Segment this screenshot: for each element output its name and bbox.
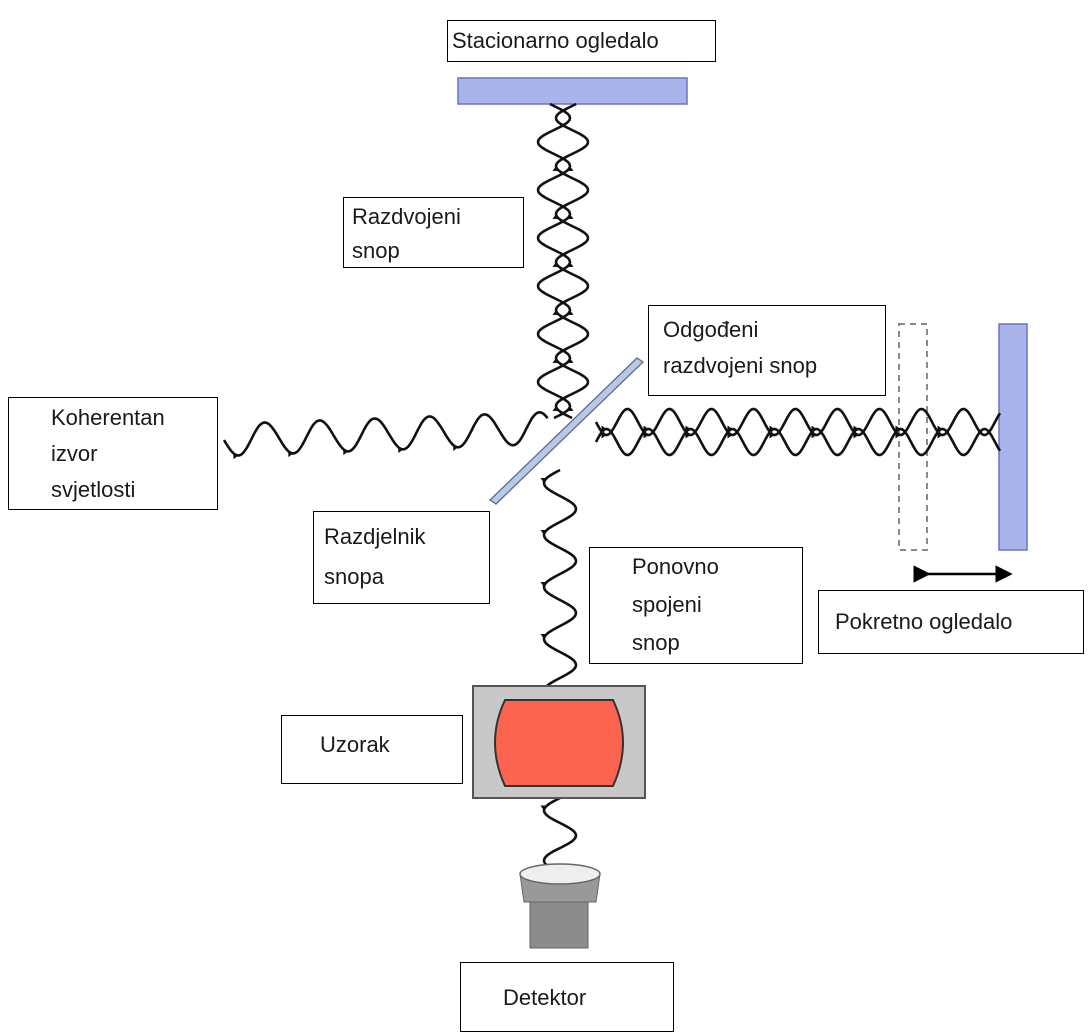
label-line: svjetlosti xyxy=(51,477,136,502)
incoming-beam-arrow xyxy=(233,452,239,460)
delayed-beam-2-arrow xyxy=(937,425,943,433)
incoming-beam-arrow xyxy=(453,444,459,451)
delayed-beam-1-arrow xyxy=(685,431,691,439)
label-text: Stacionarno ogledalo xyxy=(452,28,659,53)
split-beam-up-2-arrow xyxy=(552,310,560,315)
split-beam-up-2-arrow xyxy=(552,406,560,411)
label-line: Razdvojeni xyxy=(352,204,461,229)
delayed-beam-2-arrow xyxy=(811,425,817,433)
delayed-beam-2-arrow xyxy=(601,425,607,433)
label-detector: Detektor xyxy=(460,962,674,1032)
delayed-beam-2-arrow xyxy=(895,425,901,433)
label-coherent-source: Koherentan izvor svjetlosti xyxy=(8,397,218,510)
delayed-beam-1-arrow xyxy=(811,431,817,439)
delayed-beam-1-arrow xyxy=(643,431,649,439)
recombined-beam-arrow xyxy=(540,634,548,639)
split-beam-up-1-arrow xyxy=(566,406,574,411)
delayed-beam-2 xyxy=(594,427,1002,457)
label-line: izvor xyxy=(51,441,98,466)
incoming-beam-arrow xyxy=(343,448,349,456)
detector-icon xyxy=(519,863,601,949)
delayed-beam-1-arrow xyxy=(895,431,901,439)
label-sample: Uzorak xyxy=(281,715,463,784)
split-beam-up-2 xyxy=(554,102,590,420)
split-beam-up-2-arrow xyxy=(552,214,560,219)
label-delayed-split-beam: Odgođeni razdvojeni snop xyxy=(648,305,886,396)
label-moving-mirror: Pokretno ogledalo xyxy=(818,590,1084,654)
incoming-beam-arrow xyxy=(288,450,294,458)
label-line: razdvojeni snop xyxy=(663,353,818,378)
delayed-beam-1-arrow xyxy=(601,431,607,439)
label-line: Ponovno xyxy=(632,554,719,579)
delayed-beam-2-arrow xyxy=(685,425,691,433)
split-beam-up-1 xyxy=(536,102,572,420)
split-beam-up-1-arrow xyxy=(566,262,574,267)
sample-to-detector-beam-arrow xyxy=(540,805,548,811)
delayed-beam-2-arrow xyxy=(727,425,733,433)
delayed-beam-1-arrow xyxy=(937,431,943,439)
delayed-beam-1 xyxy=(594,407,1002,437)
split-beam-up-1-arrow xyxy=(566,214,574,219)
delayed-beam-1-arrow xyxy=(727,431,733,439)
label-line: Koherentan xyxy=(51,405,165,430)
moving-mirror-ghost xyxy=(898,323,928,551)
recombined-beam xyxy=(542,468,578,688)
delayed-beam-1-arrow xyxy=(769,431,775,439)
recombined-beam-arrow xyxy=(540,530,548,535)
sample-to-detector-beam xyxy=(542,796,578,874)
label-text: Detektor xyxy=(503,985,587,1010)
incoming-beam xyxy=(222,410,549,457)
label-line: Odgođeni xyxy=(663,317,759,342)
label-recombined-beam: Ponovno spojeni snop xyxy=(589,547,803,664)
label-split-beam: Razdvojeni snop xyxy=(343,197,524,268)
label-line: snop xyxy=(632,630,680,655)
light-waves xyxy=(222,102,1002,874)
label-beam-splitter: Razdjelnik snopa xyxy=(313,511,490,604)
recombined-beam-arrow xyxy=(540,582,548,587)
moving-mirror xyxy=(998,323,1028,551)
split-beam-up-1-arrow xyxy=(566,166,574,171)
beam-splitter xyxy=(488,357,645,505)
sample xyxy=(494,699,624,787)
split-beam-up-2-arrow xyxy=(552,166,560,171)
label-text: Pokretno ogledalo xyxy=(835,609,1013,634)
delayed-beam-1-arrow xyxy=(853,431,859,439)
delayed-beam-2-arrow xyxy=(643,425,649,433)
split-beam-up-2-arrow xyxy=(552,358,560,363)
label-text: Uzorak xyxy=(320,732,390,757)
label-stationary-mirror: Stacionarno ogledalo xyxy=(447,20,716,62)
delayed-beam-2-arrow xyxy=(853,425,859,433)
split-beam-up-2-arrow xyxy=(552,262,560,267)
incoming-beam-arrow xyxy=(398,446,404,454)
delayed-beam-2-arrow xyxy=(769,425,775,433)
label-line: snop xyxy=(352,238,400,263)
split-beam-up-1-arrow xyxy=(566,310,574,315)
recombined-beam-arrow xyxy=(540,478,548,483)
label-line: spojeni xyxy=(632,592,702,617)
stationary-mirror xyxy=(457,77,688,105)
label-line: snopa xyxy=(324,564,384,589)
label-line: Razdjelnik xyxy=(324,524,426,549)
split-beam-up-1-arrow xyxy=(566,358,574,363)
